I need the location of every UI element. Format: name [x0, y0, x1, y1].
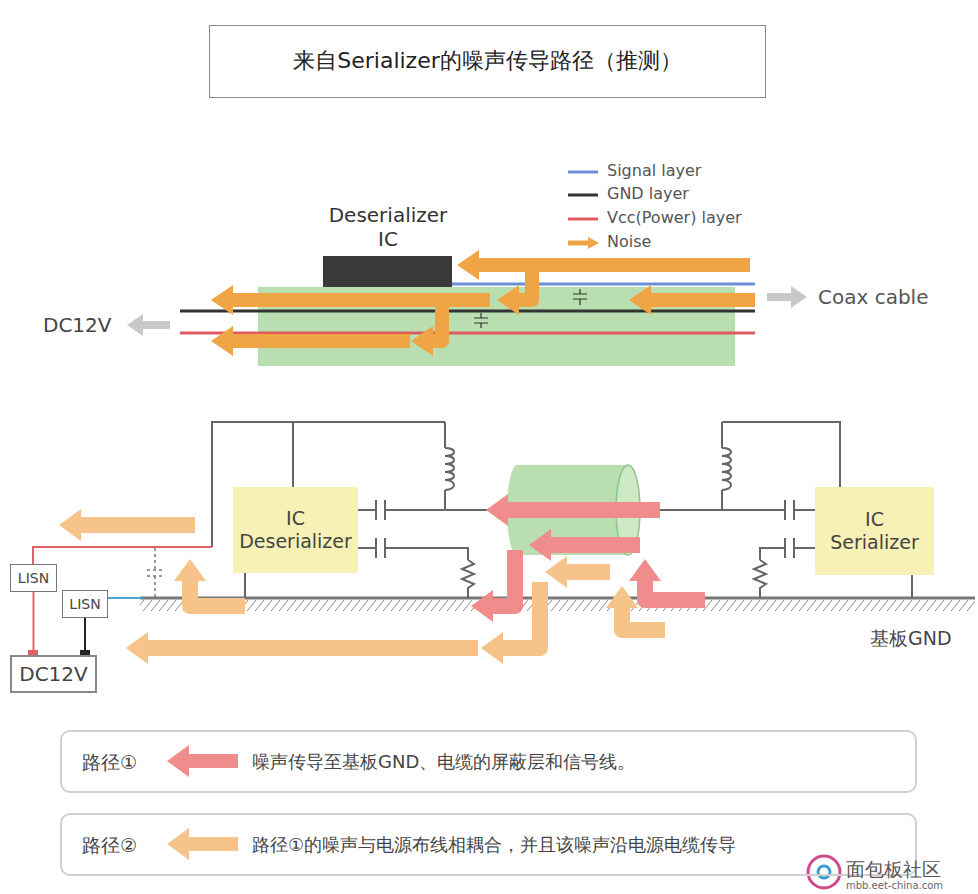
ic-box: IC Deserializer [233, 487, 358, 573]
legend-text: Signal layer [607, 161, 701, 180]
path-number: 路径② [82, 833, 137, 856]
watermark: mbb.eet-china.com [846, 880, 943, 892]
node-text: LISN [11, 565, 56, 591]
legend-swatch [568, 171, 598, 174]
ic-package [323, 256, 452, 287]
path-legend-box: 路径② 路径①的噪声与电源布线相耦合，并且该噪声沿电源电缆传导 [60, 813, 917, 876]
path-description: 路径①的噪声与电源布线相耦合，并且该噪声沿电源电缆传导 [252, 834, 736, 856]
legend-text: Noise [607, 232, 651, 251]
legend-swatch [568, 194, 598, 197]
cable-label: Coax cable [818, 285, 928, 309]
node-text: LISN [63, 591, 107, 617]
title-box: 来自Serializer的噪声传导路径（推测） [209, 25, 766, 98]
node-text: IC Deserializer [233, 487, 358, 573]
wire [33, 592, 35, 655]
node-text: Deserializer IC [310, 200, 466, 254]
legend-swatch [568, 218, 598, 221]
legend-text: GND layer [607, 184, 689, 203]
legend-text: Vcc(Power) layer [607, 208, 742, 227]
legend-swatch [568, 241, 588, 246]
path-number: 路径① [82, 750, 137, 773]
node-text: IC Serializer [815, 487, 934, 575]
lisn-box: LISN [62, 590, 108, 618]
node-text: DC12V [12, 657, 95, 691]
legend-arrowhead [588, 237, 599, 249]
wire [84, 618, 86, 655]
path-description: 噪声传导至基板GND、电缆的屏蔽层和信号线。 [252, 751, 635, 773]
path-legend-box: 路径① 噪声传导至基板GND、电缆的屏蔽层和信号线。 [60, 730, 917, 793]
power-supply-box: DC12V [10, 655, 97, 693]
watermark: 面包板社区 [846, 858, 941, 881]
lisn-box: LISN [10, 564, 57, 592]
ic-label: Deserializer IC [310, 200, 466, 254]
gnd-label: 基板GND [870, 627, 952, 650]
voltage-label: DC12V [43, 313, 112, 337]
ic-box: IC Serializer [815, 487, 934, 575]
